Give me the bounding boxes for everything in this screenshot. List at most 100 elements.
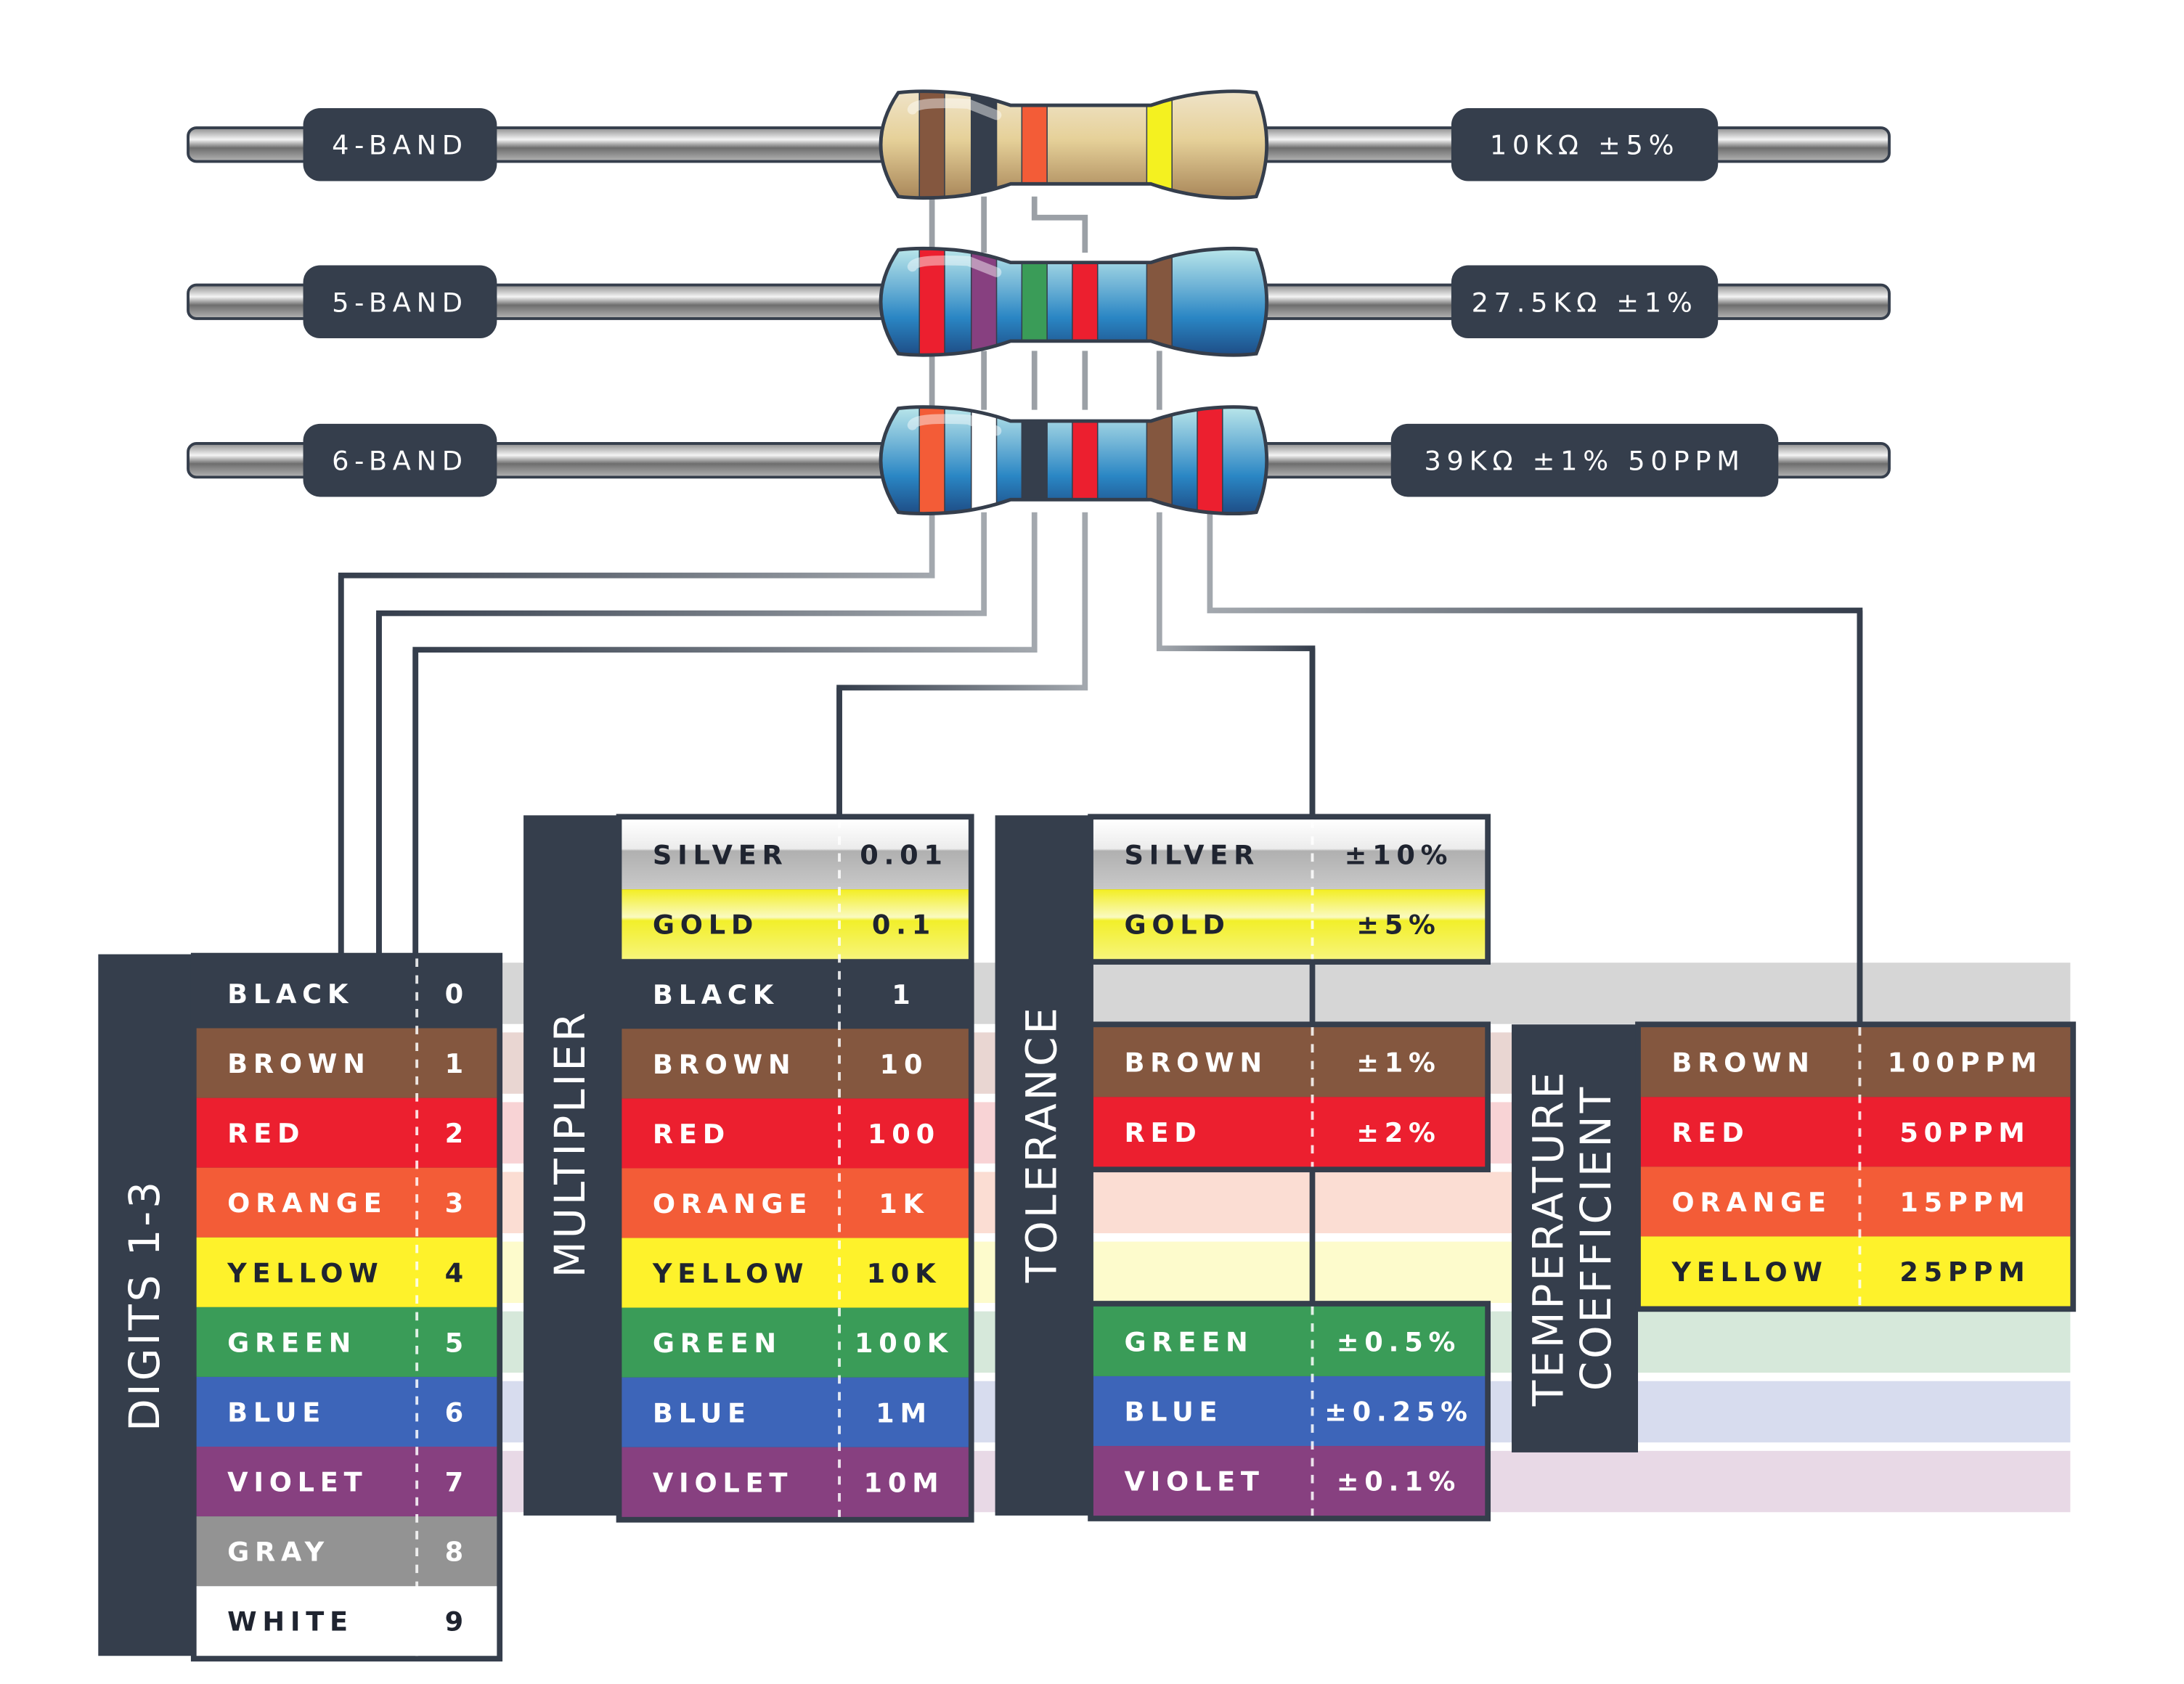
table-row-black: BLACK 0	[227, 978, 469, 1010]
row-swatch	[622, 819, 969, 890]
row-swatch	[622, 1168, 969, 1238]
band-red	[918, 248, 945, 356]
table-title: COEFFICIENT	[1571, 1084, 1621, 1391]
color-value: 1	[892, 979, 916, 1010]
color-value: 100	[868, 1119, 940, 1150]
color-name: BLUE	[1124, 1397, 1223, 1428]
color-value: 15PPM	[1899, 1187, 2030, 1218]
type-tag	[303, 423, 497, 497]
band-violet	[970, 248, 998, 356]
row-swatch	[1093, 1306, 1486, 1376]
color-value: 10M	[864, 1467, 945, 1498]
color-value: 3	[445, 1188, 469, 1219]
row-swatch	[1093, 819, 1486, 890]
color-name: BROWN	[1671, 1047, 1814, 1079]
highlight	[907, 98, 1002, 120]
color-name: ORANGE	[1671, 1187, 1831, 1218]
highlight	[907, 414, 1002, 436]
table-title: TOLERANCE	[1016, 1005, 1066, 1283]
table-row-silver: SILVER 0.01	[622, 819, 969, 890]
wire-multiplier-4band	[1031, 196, 1088, 253]
table-title: TEMPERATURE	[1523, 1069, 1573, 1407]
color-name: GOLD	[1124, 910, 1230, 941]
color-name: YELLOW	[227, 1257, 383, 1288]
type-tag	[303, 107, 497, 181]
row-swatch	[196, 1516, 497, 1587]
type-tag	[303, 265, 497, 338]
table-row-violet: VIOLET±0.1%	[1093, 1446, 1486, 1516]
row-swatch	[622, 1377, 969, 1447]
color-name: BLACK	[227, 978, 354, 1010]
color-value: 0	[445, 978, 469, 1010]
row-swatch	[1640, 1236, 2071, 1307]
color-name: RED	[653, 1119, 730, 1150]
value-tag	[1390, 423, 1779, 497]
band-group	[918, 248, 1173, 356]
row-swatch	[1093, 1376, 1486, 1447]
table-row-orange: ORANGE 3	[196, 1167, 497, 1238]
color-value: 25PPM	[1899, 1256, 2030, 1288]
resistor-outline	[879, 246, 1269, 357]
color-name: ORANGE	[653, 1188, 812, 1219]
table-row-orange: ORANGE 15PPM	[1640, 1166, 2071, 1237]
table-row-blue: BLUE±0.25%	[1093, 1376, 1486, 1447]
band-black	[970, 91, 998, 198]
row-swatch	[196, 1376, 497, 1447]
color-name: VIOLET	[653, 1467, 793, 1498]
color-value: 2	[445, 1118, 469, 1149]
row-swatch	[1093, 889, 1486, 960]
row-swatch	[196, 1028, 497, 1098]
color-name: RED	[227, 1118, 305, 1149]
band-red	[1072, 406, 1099, 514]
color-name: BLUE	[653, 1397, 751, 1428]
resistor-outline	[879, 405, 1269, 516]
row-swatch	[622, 1447, 969, 1517]
band-green	[1021, 248, 1048, 356]
color-name: ORANGE	[227, 1188, 387, 1219]
color-name: GREEN	[227, 1327, 356, 1358]
band-red	[1197, 406, 1223, 514]
color-value: ±0.1%	[1337, 1466, 1461, 1497]
table-row-gold: GOLD±5%	[1093, 889, 1486, 960]
table-title-panel	[523, 815, 622, 1516]
value-label: 27.5KΩ ±1%	[1472, 287, 1698, 318]
band-brown	[1146, 248, 1173, 356]
row-swatch	[622, 1238, 969, 1308]
value-label: 39KΩ ±1% 50PPM	[1424, 446, 1745, 477]
color-name: SILVER	[653, 840, 789, 871]
color-value: 50PPM	[1899, 1117, 2030, 1148]
band-group	[918, 406, 1223, 514]
resistor-outline	[879, 89, 1269, 200]
band-brown	[1146, 406, 1173, 514]
table-title-panel	[98, 954, 197, 1656]
color-value: 10	[880, 1049, 929, 1080]
color-name: GRAY	[227, 1537, 330, 1568]
color-name: BROWN	[653, 1049, 796, 1080]
color-name: VIOLET	[227, 1467, 367, 1498]
band-red	[1072, 248, 1099, 356]
table-row-green: GREEN±0.5%	[1093, 1306, 1486, 1376]
row-swatch	[622, 1307, 969, 1378]
row-swatch	[1640, 1097, 2071, 1167]
color-value: 9	[445, 1606, 469, 1638]
color-value: 0.1	[872, 910, 936, 941]
color-name: GREEN	[653, 1328, 782, 1359]
type-label: 5-BAND	[332, 287, 468, 318]
table-row-brown: BROWN 10	[622, 1029, 969, 1099]
color-value: 0.01	[860, 840, 948, 871]
color-value: ±0.5%	[1337, 1326, 1461, 1357]
color-name: BROWN	[1124, 1047, 1267, 1079]
